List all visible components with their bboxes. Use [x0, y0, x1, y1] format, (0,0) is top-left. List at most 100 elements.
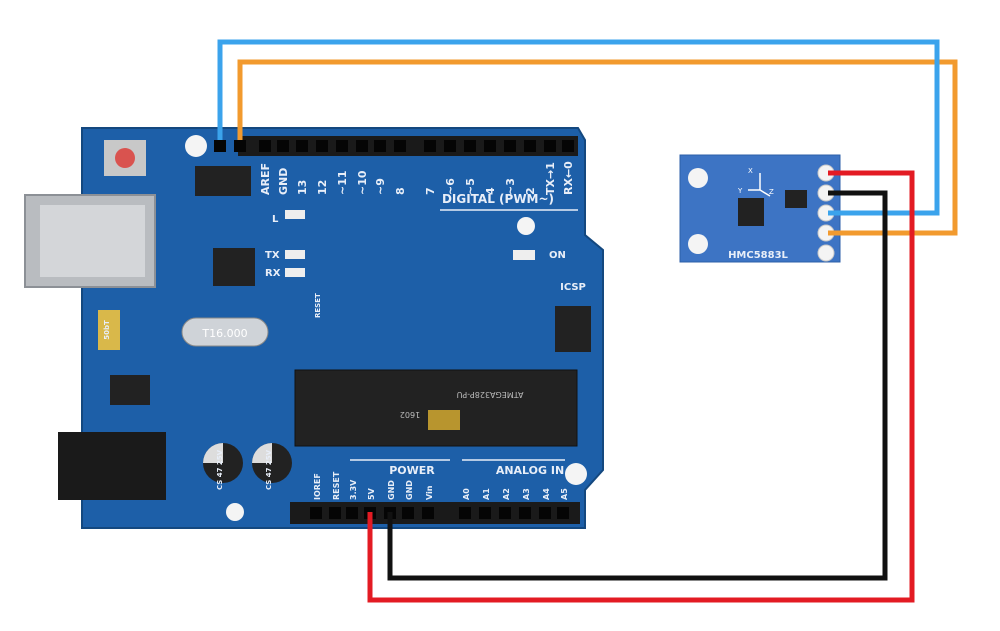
power-label: POWER	[389, 464, 435, 477]
mounting-hole	[517, 217, 535, 235]
tx-led	[285, 250, 305, 259]
header-pin-label: RESET	[332, 471, 341, 500]
digital-pin-label: ~5	[464, 178, 477, 195]
header-pin	[519, 507, 531, 519]
digital-pin-label: 8	[394, 187, 407, 195]
header-pin	[234, 140, 246, 152]
sensor-label: HMC5883L	[728, 250, 788, 261]
digital-pin-label: TX→1	[544, 162, 557, 195]
mounting-hole	[565, 463, 587, 485]
atmega-chip: ATMEGA328P-PU 1602	[294, 369, 578, 447]
header-pin	[374, 140, 386, 152]
header-pin	[259, 140, 271, 152]
capacitor-label: CS 47 25V	[265, 449, 273, 490]
header-pin	[459, 507, 471, 519]
header-pin-label: GND	[387, 480, 396, 500]
header-pin	[484, 140, 496, 152]
crystal-label: T16.000	[201, 327, 247, 340]
vcc-wire	[367, 170, 915, 603]
header-pin-label: GND	[405, 480, 414, 500]
header-pin-label: A1	[482, 488, 491, 500]
header-pin	[310, 507, 322, 519]
icsp-label: ICSP	[560, 282, 586, 293]
header-pin-label: 3.3V	[349, 479, 358, 500]
digital-pin-label: RX←0	[562, 161, 575, 195]
capacitor: CS 47 25V	[203, 443, 243, 490]
axis-x-label: X	[748, 167, 753, 175]
header-pin-label: 5V	[367, 487, 376, 500]
header-pin-label: A5	[560, 488, 569, 500]
header-pin-label: A4	[542, 488, 551, 500]
gnd-wire	[387, 190, 888, 581]
digital-pin-label: 12	[316, 180, 329, 195]
axis-y-label: Y	[737, 187, 743, 195]
digital-pin-label: 4	[484, 187, 497, 195]
l-led	[285, 210, 305, 219]
header-pin	[499, 507, 511, 519]
on-led	[513, 250, 535, 260]
digital-pin-label: 13	[296, 180, 309, 195]
header-pin	[504, 140, 516, 152]
axis-icon	[748, 173, 771, 197]
chip-code: 1602	[400, 410, 420, 419]
rx-led	[285, 268, 305, 277]
header-pin-label: IOREF	[313, 473, 322, 500]
header-pin	[336, 140, 348, 152]
mounting-hole	[185, 135, 207, 157]
icsp1-header	[195, 166, 251, 196]
digital-pin-label: ~11	[336, 170, 349, 195]
chip-label: ATMEGA328P-PU	[456, 390, 523, 399]
axis-z-label: Z	[769, 188, 774, 196]
on-led-label: ON	[549, 250, 566, 261]
digital-pin-label: ~9	[374, 178, 387, 195]
digital-pin-label: ~6	[444, 178, 457, 195]
header-pin	[562, 140, 574, 152]
header-pin	[422, 507, 434, 519]
header-pin	[479, 507, 491, 519]
polyfuse	[98, 310, 120, 350]
icsp-header	[555, 306, 591, 352]
l-led-label: L	[272, 214, 279, 225]
header-pin	[557, 507, 569, 519]
sensor-chip	[738, 198, 764, 226]
sensor-pin	[817, 244, 835, 262]
digital-pin-label: ~10	[356, 170, 369, 195]
header-pin	[464, 140, 476, 152]
arduino-board: 50bT CS 47 25V CS 47 25V T16.000 ICSP ON…	[24, 127, 604, 529]
digital-pin-label: 7	[424, 187, 437, 195]
header-pin	[424, 140, 436, 152]
header-pin	[524, 140, 536, 152]
header-pin	[316, 140, 328, 152]
voltage-regulator	[110, 375, 150, 405]
crystal	[181, 317, 269, 347]
reset-label: RESET	[314, 293, 322, 318]
usb-interface-chip	[213, 248, 255, 286]
header-pin	[356, 140, 368, 152]
header-pin-label: Vin	[425, 485, 434, 500]
header-pin-label: A2	[502, 488, 511, 500]
usb-connector-face	[40, 205, 145, 277]
tx-led-label: TX	[265, 250, 280, 261]
header-pin-label: A0	[462, 488, 471, 500]
header-pin	[346, 507, 358, 519]
digital-pin-label: 2	[524, 187, 537, 195]
capacitor-label: CS 47 25V	[216, 449, 224, 490]
hmc5883l-module: HMC5883L X Y Z	[679, 154, 841, 263]
rx-led-label: RX	[265, 268, 281, 279]
capacitor: CS 47 25V	[252, 443, 292, 490]
digital-label: DIGITAL (PWM~)	[442, 192, 554, 206]
digital-pin-label: AREF	[259, 163, 272, 195]
header-pin-label: A3	[522, 488, 531, 500]
header-pin	[214, 140, 226, 152]
dc-power-jack	[58, 432, 166, 500]
mounting-hole	[688, 234, 708, 254]
header-pin	[444, 140, 456, 152]
atmel-logo	[428, 410, 460, 430]
analog-in-label: ANALOG IN	[496, 464, 564, 477]
reset-button-cap[interactable]	[115, 148, 135, 168]
header-pin	[539, 507, 551, 519]
scl-wire	[217, 39, 940, 216]
header-pin	[394, 140, 406, 152]
